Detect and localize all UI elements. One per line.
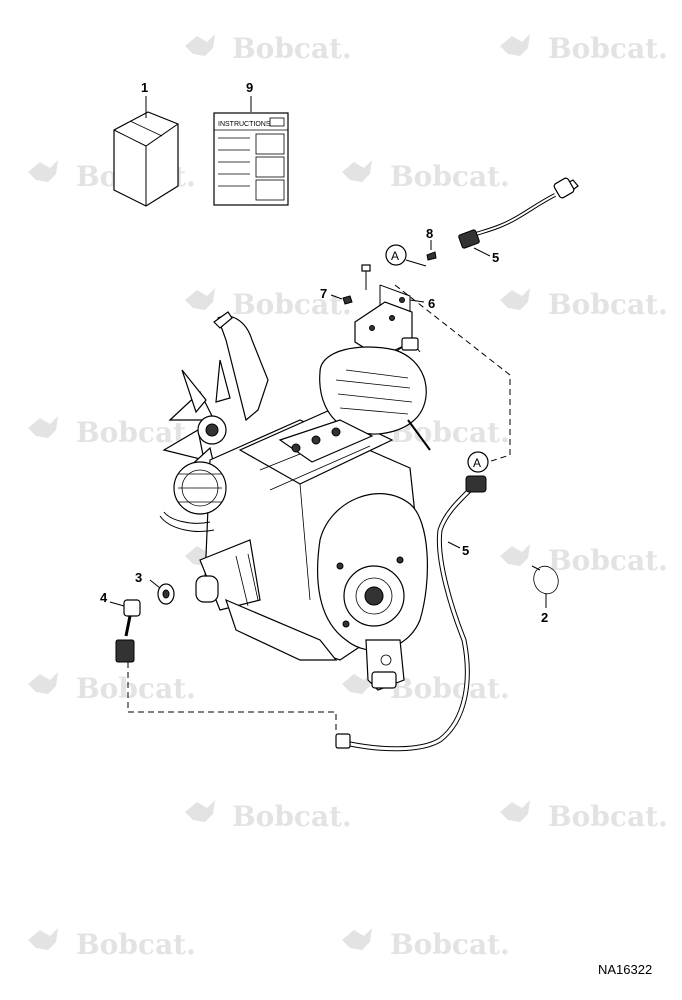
connector-ref-a-lower[interactable]: A <box>467 451 489 473</box>
figure-reference: NA16322 <box>598 962 652 977</box>
callout-8: 8 <box>426 226 433 241</box>
part-kit-box[interactable] <box>113 96 179 207</box>
watermark-text: Bobcat. <box>548 800 668 833</box>
bobcat-logo-icon <box>500 800 530 822</box>
part-sensor-harness-upper[interactable] <box>458 177 579 257</box>
part-bolt[interactable] <box>361 264 371 290</box>
watermark-text: Bobcat. <box>548 288 668 321</box>
bobcat-logo-icon <box>342 160 372 182</box>
callout-2: 2 <box>541 610 548 625</box>
connector-ref-a-upper[interactable]: A <box>385 244 427 267</box>
bobcat-logo-icon <box>342 672 372 694</box>
instructions-title: INSTRUCTIONS <box>218 121 271 128</box>
bobcat-logo-icon <box>500 544 530 566</box>
bobcat-logo-icon <box>500 288 530 310</box>
callout-3: 3 <box>135 570 142 585</box>
part-instructions-manual[interactable]: INSTRUCTIONS <box>213 96 289 206</box>
part-temperature-sensor[interactable] <box>109 599 141 663</box>
watermark-text: Bobcat. <box>548 544 668 577</box>
callout-5-lower: 5 <box>462 543 469 558</box>
part-grommet-3[interactable] <box>149 579 175 605</box>
part-sensor-harness-lower[interactable] <box>335 475 487 752</box>
watermark-text: Bobcat. <box>76 928 196 961</box>
watermark-text: Bobcat. <box>232 32 352 65</box>
connector-a-label: A <box>473 456 481 470</box>
watermark-text: Bobcat. <box>232 288 352 321</box>
part-screw-8[interactable] <box>426 240 437 261</box>
watermark-text: Bobcat. <box>76 672 196 705</box>
callout-4: 4 <box>100 590 108 605</box>
bobcat-logo-icon <box>28 672 58 694</box>
bobcat-logo-icon <box>500 34 530 56</box>
dashed-leaders <box>127 284 511 734</box>
watermark-text: Bobcat. <box>390 928 510 961</box>
bobcat-logo-icon <box>342 928 372 950</box>
bobcat-logo-icon <box>185 800 215 822</box>
watermark-text: Bobcat. <box>390 160 510 193</box>
watermark-text: Bobcat. <box>548 32 668 65</box>
bobcat-logo-icon <box>185 288 215 310</box>
callout-1: 1 <box>141 80 148 95</box>
callout-6: 6 <box>428 296 435 311</box>
watermark-text: Bobcat. <box>232 800 352 833</box>
watermark-text: Bobcat. <box>390 672 510 705</box>
callout-5-upper: 5 <box>492 250 499 265</box>
bobcat-logo-icon <box>28 160 58 182</box>
callout-9: 9 <box>246 80 253 95</box>
bobcat-logo-icon <box>28 928 58 950</box>
connector-a-label: A <box>391 249 399 263</box>
bobcat-logo-icon <box>185 34 215 56</box>
part-cable-tie[interactable] <box>530 563 562 608</box>
bobcat-logo-icon <box>28 416 58 438</box>
engine-assembly <box>159 311 431 691</box>
callout-7: 7 <box>320 286 327 301</box>
part-nut-7[interactable] <box>330 294 353 305</box>
